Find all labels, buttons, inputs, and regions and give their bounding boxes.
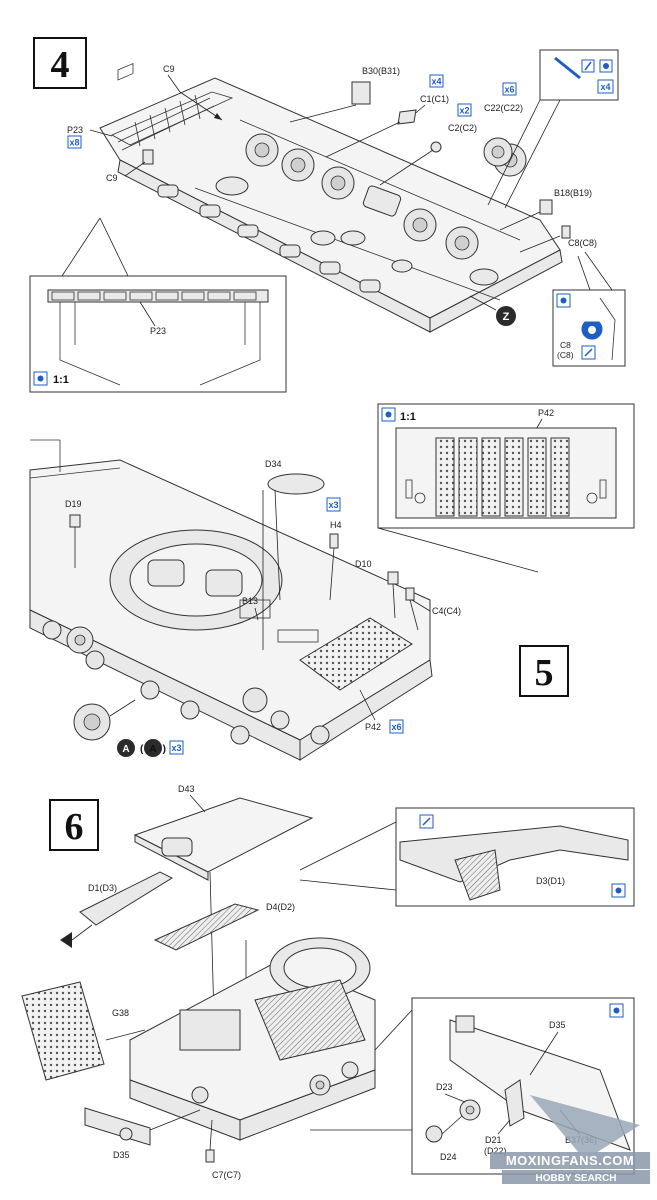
part-c7	[205, 1149, 215, 1163]
part-c9	[142, 149, 154, 165]
p42-inset-plates	[435, 437, 570, 517]
hull-top	[29, 439, 433, 761]
part-c2	[430, 141, 442, 153]
d3-inset: D3(D1)	[299, 807, 635, 907]
step-number-box-5	[519, 645, 569, 697]
label-p23-inset: P23	[150, 326, 166, 336]
label-c4: C4(C4)	[432, 606, 461, 616]
label-d19: D19	[65, 499, 82, 509]
p42-inset: 1:1 P42	[377, 403, 635, 573]
part-d35	[84, 1107, 151, 1146]
part-c4	[405, 587, 415, 601]
step-6: 6 D43 D1(D3) D4(D2) G38	[21, 784, 635, 1180]
label-p42: P42	[365, 722, 381, 732]
part-d24	[425, 1125, 443, 1143]
label-c22: C22(C22)	[484, 103, 523, 113]
step-number-box	[33, 37, 87, 89]
step-number-box-6	[49, 799, 99, 851]
step-number-6: 6	[65, 806, 84, 848]
svg-text:Z: Z	[503, 311, 510, 323]
marker-z	[496, 306, 516, 326]
step-5: 1:1 P42	[29, 403, 635, 761]
p23-inset: P23 1:1	[29, 217, 287, 393]
scale-1to1-step5: 1:1	[400, 411, 416, 423]
label-d34: D34	[265, 459, 282, 469]
scale-1to1-step4: 1:1	[53, 374, 69, 386]
label-g38: G38	[112, 1008, 129, 1018]
watermark-line2: HOBBY SEARCH	[536, 1173, 617, 1184]
label-b18: B18(B19)	[554, 188, 592, 198]
label-c8-inset-1: C8	[560, 340, 571, 350]
label-c7: C7(C7)	[212, 1170, 241, 1180]
label-d35-inset: D35	[549, 1020, 566, 1030]
part-d4	[153, 903, 260, 951]
svg-text:A: A	[122, 744, 129, 755]
label-d21: D21	[485, 1135, 502, 1145]
road-wheels	[42, 620, 330, 745]
marker-a-paren	[144, 739, 162, 757]
qty-c22: x6	[504, 85, 514, 95]
part-d19	[69, 514, 81, 528]
label-c2: C2(C2)	[448, 123, 477, 133]
label-d10: D10	[355, 559, 372, 569]
part-b18	[539, 199, 553, 215]
step-number: 4	[51, 44, 70, 86]
marker-a	[117, 739, 135, 757]
watermark-line1: MOXINGFANS.COM	[506, 1153, 634, 1168]
label-d35: D35	[113, 1150, 130, 1160]
step-number-5: 5	[535, 652, 554, 694]
label-c1: C1(C1)	[420, 94, 449, 104]
svg-text:(A): (A)	[140, 744, 166, 755]
label-d23: D23	[436, 1082, 453, 1092]
suspension-units	[245, 133, 527, 260]
label-p42-inset: P42	[538, 408, 554, 418]
label-c9-top: C9	[163, 64, 175, 74]
part-g38	[21, 981, 105, 1081]
step-4: 4	[29, 37, 626, 393]
label-d22: (D22)	[484, 1146, 507, 1156]
part-d43	[133, 797, 314, 873]
qty-p42: x6	[391, 722, 401, 732]
part-b30	[351, 81, 371, 105]
qty-c1: x4	[431, 77, 441, 87]
label-b13: B13	[242, 596, 258, 606]
label-p23: P23	[67, 125, 83, 135]
qty-tool-inset: x4	[600, 82, 610, 92]
label-d43: D43	[178, 784, 195, 794]
sprocket-wheel	[73, 699, 136, 741]
qty-p23: x8	[69, 138, 79, 148]
lower-arms	[157, 184, 381, 293]
label-d24: D24	[440, 1152, 457, 1162]
label-c9-left: C9	[106, 173, 118, 183]
label-b30: B30(B31)	[362, 66, 400, 76]
part-d10	[387, 571, 399, 585]
label-d4: D4(D2)	[266, 902, 295, 912]
label-d3-inset: D3(D1)	[536, 876, 565, 886]
label-h4: H4	[330, 520, 342, 530]
label-c8-inset-2: (C8)	[557, 350, 574, 360]
part-d1	[79, 871, 174, 926]
watermark: MOXINGFANS.COM HOBBY SEARCH	[490, 1095, 650, 1184]
label-c8: C8(C8)	[568, 238, 597, 248]
part-c8	[561, 225, 571, 239]
label-d1: D1(D3)	[88, 883, 117, 893]
tool-inset: x4	[487, 49, 619, 209]
p42-hull-grills	[299, 617, 413, 691]
part-h4	[329, 533, 339, 549]
hull-underside	[99, 62, 563, 333]
part-d34	[267, 473, 325, 495]
rear-hull	[129, 937, 376, 1141]
qty-c2: x2	[459, 106, 469, 116]
c8-inset: C8 (C8)	[552, 251, 626, 367]
p23-panels	[117, 62, 134, 81]
qty-wheel: x3	[171, 743, 181, 753]
qty-h4: x3	[328, 500, 338, 510]
p23-rivet-row	[51, 291, 257, 301]
